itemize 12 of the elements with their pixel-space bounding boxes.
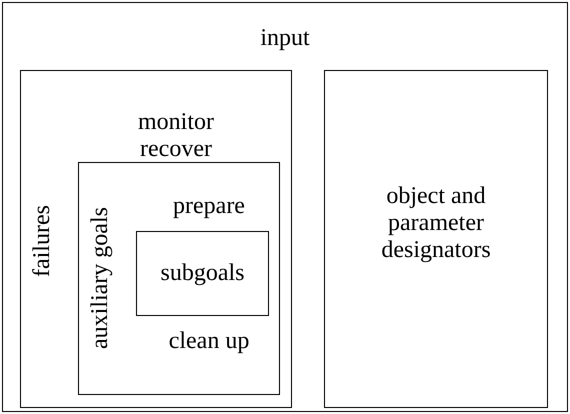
process-box (136, 231, 269, 316)
container-box (78, 162, 280, 395)
process-box (324, 70, 548, 408)
box-label: prepare (172, 193, 246, 220)
box-title: subgoals (160, 260, 246, 287)
container-box (20, 70, 292, 408)
box-title: auxiliary goals (87, 206, 114, 352)
box-title: input (259, 25, 311, 52)
box-label: failures (29, 204, 56, 279)
box-title: monitor recover (137, 109, 215, 163)
box-label: clean up (168, 328, 250, 355)
box-title: object and parameter designators (380, 183, 492, 264)
